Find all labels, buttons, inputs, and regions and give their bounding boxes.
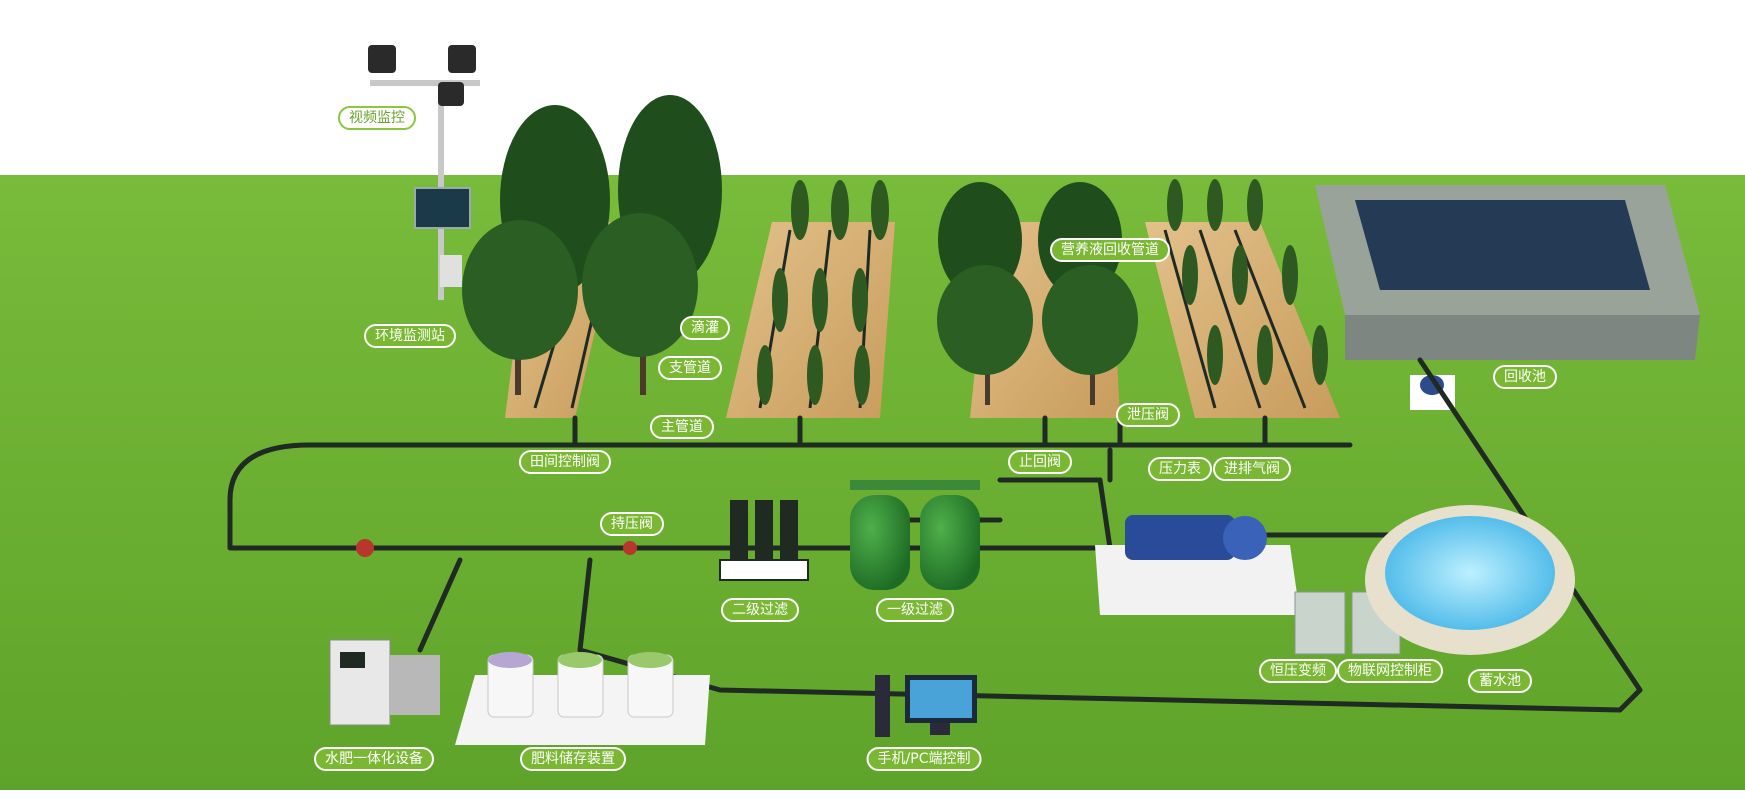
pump-station xyxy=(1095,515,1300,615)
computer-terminal xyxy=(875,675,977,737)
primary-filter-label: 一级过滤 xyxy=(876,598,954,622)
large-trees-left xyxy=(462,95,722,395)
fert-storage-label: 肥料储存装置 xyxy=(520,747,626,771)
iot-cabinet-label: 物联网控制柜 xyxy=(1337,659,1443,683)
field-valve-mark xyxy=(356,539,374,557)
pipe-network xyxy=(227,357,1643,713)
fertilizer-storage xyxy=(455,652,710,745)
secondary-filter-label: 二级过滤 xyxy=(721,598,799,622)
monitoring-pole xyxy=(368,45,480,300)
recovery-pool-label: 回收池 xyxy=(1493,365,1557,389)
pressure-gauge-label: 压力表 xyxy=(1148,457,1212,481)
const-pressure-vfd-label: 恒压变频 xyxy=(1259,659,1337,683)
secondary-filter-unit xyxy=(719,500,809,581)
branch-pipe-label: 支管道 xyxy=(658,356,722,380)
storage-pool xyxy=(1365,505,1575,655)
recovery-pool xyxy=(1315,185,1700,410)
air-valve-label: 进排气阀 xyxy=(1213,457,1291,481)
large-trees-middle xyxy=(937,182,1138,405)
relief-valve-label: 泄压阀 xyxy=(1116,403,1180,427)
field-valve-label: 田间控制阀 xyxy=(519,450,611,474)
cypress-trees xyxy=(757,179,1328,405)
drip-label: 滴灌 xyxy=(680,316,730,340)
pressure-hold-valve-mark xyxy=(623,541,637,555)
vfd-cabinet xyxy=(1294,591,1346,655)
bottom-band xyxy=(0,790,1745,798)
fertigation-unit-label: 水肥一体化设备 xyxy=(314,747,434,771)
env-station-label: 环境监测站 xyxy=(364,324,456,348)
check-valve-label: 止回阀 xyxy=(1008,450,1072,474)
fertigation-unit xyxy=(329,639,440,726)
main-pipe-label: 主管道 xyxy=(650,415,714,439)
primary-filter-tanks xyxy=(850,480,980,590)
nutrient-return-label: 营养液回收管道 xyxy=(1050,238,1170,262)
pressure-hold-valve-label: 持压阀 xyxy=(600,512,664,536)
video-monitor-label: 视频监控 xyxy=(338,106,416,130)
phone-pc-control-label: 手机/PC端控制 xyxy=(866,747,982,771)
storage-pool-label: 蓄水池 xyxy=(1468,669,1532,693)
